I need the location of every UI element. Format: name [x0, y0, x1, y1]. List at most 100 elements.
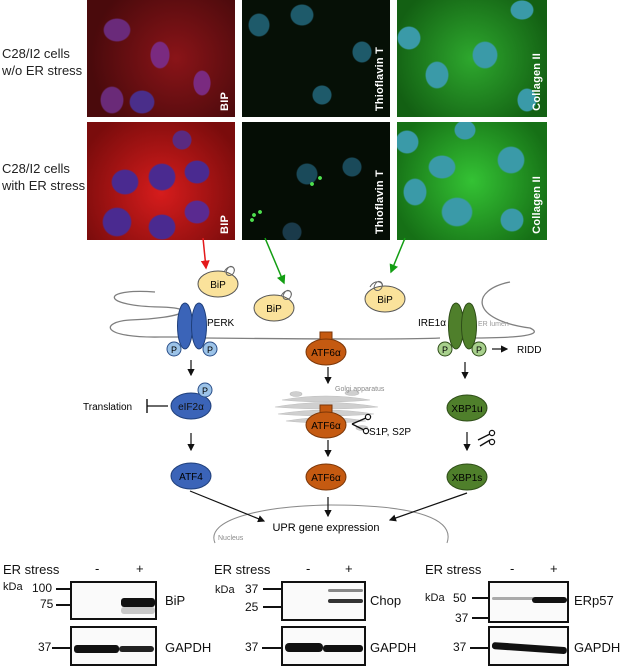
- bip-complex-1: BiP: [197, 265, 239, 298]
- marker-tick: [262, 647, 282, 649]
- unfolded-protein-icon: [280, 289, 292, 300]
- lane-label-plus: +: [136, 561, 144, 576]
- xbp1s-node: XBP1s: [446, 463, 488, 491]
- atf6-label: ATF6α: [311, 421, 341, 432]
- ire1-dimer: P P: [437, 302, 487, 357]
- atf6-label: ATF6α: [311, 348, 341, 359]
- marker-tick: [472, 617, 489, 619]
- kda-label: kDa: [3, 581, 23, 593]
- upr-gene-expression-label: UPR gene expression: [272, 522, 379, 534]
- eif2a-label: eIF2α: [178, 402, 204, 413]
- lane-label-minus: -: [306, 561, 311, 576]
- eif2a-node: eIF2α P: [170, 382, 213, 420]
- marker-tick: [56, 588, 70, 590]
- upr-pathway-diagram: ER lumen BiP BiP BiP P P PERK ATF6α P: [83, 237, 541, 544]
- marker-37: 37: [453, 640, 467, 654]
- xbp1s-to-upr-arrow: [388, 492, 468, 522]
- western-blot-bip: ER stress - + kDa 100 75 BiP 37 GAPDH: [0, 555, 212, 668]
- unfolded-protein-icon: [369, 280, 383, 291]
- lane-label-minus: -: [510, 561, 515, 576]
- atf4-to-upr-arrow: [189, 490, 266, 523]
- phospho-label: P: [476, 345, 482, 355]
- er-lumen-label: ER lumen: [478, 321, 509, 328]
- scissors-icon: [477, 429, 496, 447]
- marker-tick: [470, 647, 489, 649]
- bip-label: BiP: [377, 295, 393, 306]
- bip-band-plus: [121, 598, 155, 607]
- gapdh-band-minus: [74, 645, 119, 653]
- micrograph-thioflavin-no-stress: Thioflavin T: [242, 0, 390, 117]
- phospho-label: P: [442, 345, 448, 355]
- er-stress-label: ER stress: [3, 562, 60, 577]
- atf6-cleaved-node: ATF6α: [305, 463, 347, 491]
- xbp1s-label: XBP1s: [452, 473, 483, 484]
- marker-tick: [263, 606, 283, 608]
- micrograph-bip-no-stress: BIP: [87, 0, 235, 117]
- collagen-arrow-green: [389, 237, 406, 274]
- bip-label: BiP: [210, 280, 226, 291]
- row-label-line1: C28/I2 cells: [2, 161, 70, 176]
- chop-blot-membrane: [281, 581, 366, 621]
- xbp1u-node: XBP1u: [446, 394, 488, 422]
- er-stress-label: ER stress: [214, 562, 271, 577]
- atf4-label: ATF4: [179, 472, 203, 483]
- micrograph-collagen-no-stress: Collagen II: [397, 0, 547, 117]
- lane-label-minus: -: [95, 561, 100, 576]
- bip-complex-2: BiP: [253, 289, 295, 322]
- gapdh-band-plus: [323, 645, 363, 652]
- row-label-line1: C28/I2 cells: [2, 46, 70, 61]
- gapdh-band-plus: [119, 646, 154, 652]
- er-membrane-left: [109, 290, 185, 338]
- western-blot-erp57: ER stress - + kDa 50 37 ERp57 37 GAPDH: [410, 555, 623, 668]
- marker-37: 37: [38, 640, 52, 654]
- ire1-label: IRE1α: [418, 318, 446, 329]
- phospho-label: P: [207, 345, 213, 355]
- loading-control-label: GAPDH: [574, 640, 621, 655]
- er-membrane-center: [204, 337, 441, 340]
- erp57-band-plus: [532, 597, 567, 603]
- marker-37: 37: [455, 611, 469, 625]
- marker-37: 37: [245, 640, 259, 654]
- ridd-label: RIDD: [517, 345, 541, 356]
- bip-band-smear: [121, 607, 155, 614]
- kda-label: kDa: [215, 584, 235, 596]
- marker-tick: [52, 647, 70, 649]
- nucleus-label: Nucleus: [218, 535, 244, 542]
- row-label-line2: w/o ER stress: [2, 63, 83, 78]
- atf6-golgi: ATF6α: [305, 404, 347, 439]
- micrograph-collagen-with-stress: Collagen II: [397, 122, 547, 240]
- phospho-label: P: [202, 386, 208, 396]
- gapdh-band-minus: [285, 643, 323, 652]
- gapdh-band: [491, 642, 568, 655]
- s1p-s2p-label: S1P, S2P: [369, 427, 411, 438]
- erp57-band-minus: [492, 597, 534, 600]
- bip-blot-membrane: [70, 581, 157, 620]
- perk-label: PERK: [207, 318, 235, 329]
- marker-tick: [263, 588, 283, 590]
- marker-tick: [56, 604, 70, 606]
- er-stress-label: ER stress: [425, 562, 482, 577]
- marker-100: 100: [32, 581, 53, 595]
- loading-control-label: GAPDH: [370, 640, 417, 655]
- kda-label: kDa: [425, 592, 445, 604]
- thioflavin-arrow-green: [264, 237, 286, 285]
- marker-75: 75: [40, 597, 54, 611]
- western-blot-chop: ER stress - + kDa 37 25 GAPDH Chop 37 GA…: [205, 555, 417, 668]
- nucleus-envelope: [213, 504, 449, 544]
- loading-control-label: GAPDH: [165, 640, 212, 655]
- blot-target-label: ERp57: [574, 593, 614, 608]
- atf4-node: ATF4: [170, 462, 212, 490]
- lane-label-plus: +: [345, 561, 353, 576]
- translation-label: Translation: [83, 402, 132, 413]
- chop-band-plus: [328, 599, 363, 603]
- row-label-line2: with ER stress: [2, 178, 86, 193]
- bip-label: BiP: [266, 304, 282, 315]
- lane-label-plus: +: [550, 561, 558, 576]
- phospho-label: P: [171, 345, 177, 355]
- scissors-icon: [351, 413, 372, 435]
- blot-target-label: BiP: [165, 593, 186, 608]
- perk-dimer: P P: [166, 302, 218, 357]
- golgi-apparatus: [274, 390, 379, 431]
- micrograph-bip-with-stress: BIP: [87, 122, 235, 240]
- gapdh-blot-membrane: [488, 626, 569, 666]
